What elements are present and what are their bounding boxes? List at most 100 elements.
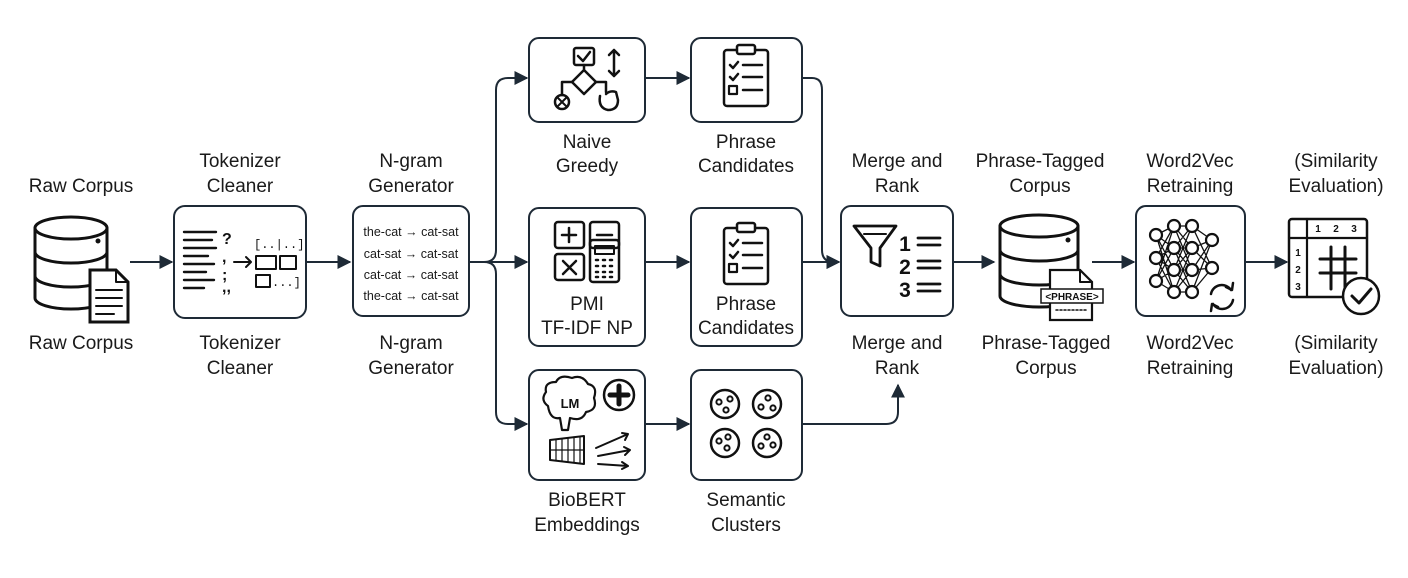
phrase-candidates-1-label-1: Phrase bbox=[716, 132, 776, 153]
plus-circle-icon bbox=[602, 378, 636, 412]
check-circle-icon bbox=[1341, 276, 1381, 316]
ngram-label-top-1: N-gram bbox=[379, 151, 442, 172]
grid-row-3: 3 bbox=[1295, 282, 1301, 293]
ngram-box bbox=[352, 205, 470, 317]
brain-lm-text: LM bbox=[561, 396, 580, 411]
svg-text:,: , bbox=[222, 249, 226, 266]
cluster-circles-icon bbox=[709, 388, 783, 459]
node-raw-corpus: Raw Corpus Raw Corpus bbox=[29, 176, 134, 354]
tokenizer-label-top-2: Cleaner bbox=[207, 176, 274, 197]
phrase-candidates-2-label-1: Phrase bbox=[716, 294, 776, 315]
refresh-icon bbox=[1209, 281, 1235, 313]
node-biobert: LM BioBERT Embeddings bbox=[528, 369, 646, 536]
semantic-clusters-box bbox=[690, 369, 803, 481]
pmi-label-1: PMI bbox=[570, 294, 604, 315]
node-phrase-tagged-corpus: Phrase-Tagged Corpus <PHRASE> Phrase-Tag… bbox=[976, 151, 1111, 379]
token-blocks-icon: [..|..] ...] bbox=[254, 238, 304, 290]
node-phrase-candidates-2: Phrase Candidates bbox=[690, 207, 803, 347]
svg-text:...]: ...] bbox=[272, 276, 301, 290]
grid-header-2: 2 bbox=[1333, 224, 1339, 235]
phrase-tagged-label-bottom-1: Phrase-Tagged bbox=[982, 333, 1111, 354]
text-lines-icon: ? , ; ,, bbox=[182, 230, 232, 296]
naive-greedy-box bbox=[528, 37, 646, 123]
phrase-tagged-label-bottom-2: Corpus bbox=[1015, 358, 1076, 379]
pmi-box bbox=[528, 207, 646, 347]
phrase-candidates-1-label-2: Candidates bbox=[698, 156, 794, 177]
svg-text:[..|..]: [..|..] bbox=[254, 238, 304, 252]
ngram-label-top-2: Generator bbox=[368, 176, 454, 197]
clipboard-checklist-icon bbox=[722, 43, 770, 108]
merge-rank-label-bottom-1: Merge and bbox=[852, 333, 943, 354]
node-merge-rank: Merge and Rank 1 2 3 Merge and Rank bbox=[840, 151, 954, 379]
phrase-tagged-label-top-1: Phrase-Tagged bbox=[976, 151, 1105, 172]
arrow-to-biobert bbox=[483, 261, 529, 431]
grid-header-3: 3 bbox=[1351, 224, 1357, 235]
rank-1: 1 bbox=[899, 233, 911, 256]
ngram-line-1: the-cat → cat-sat bbox=[363, 225, 459, 239]
phrase-candidates-2-label-2: Candidates bbox=[698, 318, 794, 339]
flowchart-icon bbox=[553, 46, 621, 112]
similarity-label-bottom-1: (Similarity bbox=[1294, 333, 1378, 354]
pmi-label-2: TF-IDF NP bbox=[541, 318, 633, 339]
semantic-clusters-label-1: Semantic bbox=[706, 490, 785, 511]
arrow-clusters-to-merge bbox=[803, 383, 905, 425]
grid-row-2: 2 bbox=[1295, 265, 1301, 276]
similarity-label-top-2: Evaluation) bbox=[1288, 176, 1383, 197]
arrow-right-icon bbox=[233, 256, 252, 268]
node-word2vec: Word2Vec Retraining Word2Vec Retraini bbox=[1135, 151, 1246, 379]
merge-rank-label-bottom-2: Rank bbox=[875, 358, 920, 379]
svg-text:,,: ,, bbox=[222, 279, 231, 296]
brain-icon: LM bbox=[542, 375, 597, 432]
connectors bbox=[130, 71, 1289, 431]
biobert-label-1: BioBERT bbox=[548, 490, 626, 511]
document-icon bbox=[88, 268, 130, 324]
tagged-document-icon: <PHRASE> bbox=[1040, 268, 1104, 322]
raw-corpus-label-top: Raw Corpus bbox=[29, 176, 134, 197]
ngram-line-4: the-cat → cat-sat bbox=[363, 289, 459, 303]
phrase-tag-text: <PHRASE> bbox=[1045, 292, 1099, 303]
ngram-label-bottom-1: N-gram bbox=[379, 333, 442, 354]
biobert-label-2: Embeddings bbox=[534, 515, 640, 536]
node-naive-greedy: Naive Greedy bbox=[528, 37, 646, 177]
phrase-candidates-2-box bbox=[690, 207, 803, 347]
semantic-clusters-label-2: Clusters bbox=[711, 515, 781, 536]
merge-rank-label-top-1: Merge and bbox=[852, 151, 943, 172]
merge-rank-label-top-2: Rank bbox=[875, 176, 920, 197]
raw-corpus-label-bottom: Raw Corpus bbox=[29, 333, 134, 354]
rank-3: 3 bbox=[899, 279, 911, 302]
word2vec-box bbox=[1135, 205, 1246, 317]
naive-greedy-label-1: Naive bbox=[563, 132, 612, 153]
arrow-candidates1-to-merge bbox=[803, 77, 841, 269]
rank-2: 2 bbox=[899, 256, 911, 279]
node-phrase-candidates-1: Phrase Candidates bbox=[690, 37, 803, 177]
arrow-to-naive-greedy bbox=[483, 71, 529, 263]
similarity-label-top-1: (Similarity bbox=[1294, 151, 1378, 172]
ngram-line-2: cat-sat → cat-sat bbox=[364, 247, 459, 261]
ngram-line-3: cat-cat → cat-sat bbox=[364, 268, 459, 282]
node-semantic-clusters: Semantic Clusters bbox=[690, 369, 803, 536]
tokenizer-label-bottom-1: Tokenizer bbox=[199, 333, 281, 354]
node-pmi-tfidf: PMI TF-IDF NP bbox=[528, 207, 646, 347]
node-ngram-generator: N-gram Generator the-cat → cat-sat cat-s… bbox=[352, 151, 470, 379]
neural-network-icon bbox=[1148, 218, 1220, 300]
tokenizer-label-top-1: Tokenizer bbox=[199, 151, 281, 172]
svg-text:?: ? bbox=[222, 231, 232, 248]
naive-greedy-label-2: Greedy bbox=[556, 156, 619, 177]
node-similarity-evaluation: (Similarity Evaluation) 1 2 3 1 2 3 (Sim… bbox=[1287, 151, 1384, 379]
svg-text:;: ; bbox=[222, 267, 227, 284]
node-tokenizer-cleaner: Tokenizer Cleaner ? , ; ,, [..|..] ...] … bbox=[173, 151, 307, 379]
grid-header-1: 1 bbox=[1315, 224, 1321, 235]
phrase-tagged-label-top-2: Corpus bbox=[1009, 176, 1070, 197]
word2vec-label-bottom-2: Retraining bbox=[1147, 358, 1234, 379]
word2vec-label-top-1: Word2Vec bbox=[1146, 151, 1233, 172]
table-grid-icon: 1 2 3 1 2 3 bbox=[1287, 217, 1369, 299]
similarity-label-bottom-2: Evaluation) bbox=[1288, 358, 1383, 379]
calculator-icon bbox=[553, 220, 621, 284]
funnel-icon bbox=[852, 224, 898, 268]
grid-row-1: 1 bbox=[1295, 248, 1301, 259]
clipboard-checklist-icon bbox=[722, 221, 770, 286]
phrase-candidates-1-box bbox=[690, 37, 803, 123]
word2vec-label-top-2: Retraining bbox=[1147, 176, 1234, 197]
ranked-list-icon: 1 2 3 bbox=[899, 233, 942, 302]
